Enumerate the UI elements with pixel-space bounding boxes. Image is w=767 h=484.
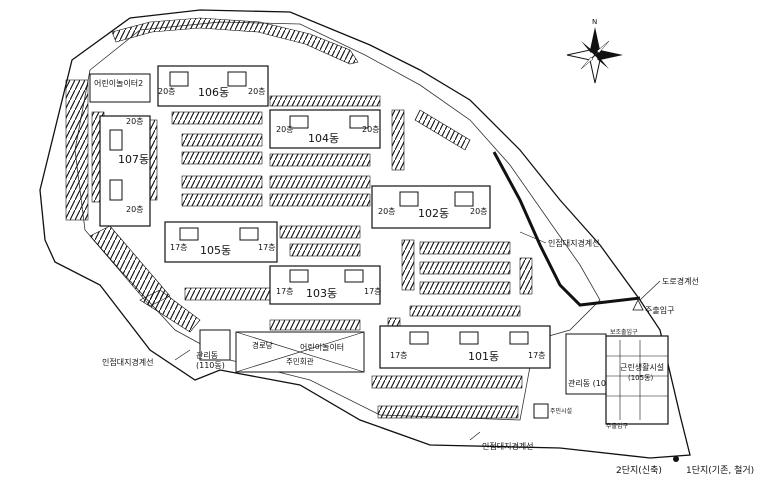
building-104: 104동 20층 20층 <box>269 109 381 149</box>
building-101: 101동 17층 17층 <box>379 325 551 369</box>
building-101-name: 101동 <box>468 350 499 363</box>
building-101-left-floors: 17층 <box>390 351 408 360</box>
playground2: 어린이놀이터2 <box>89 73 151 103</box>
building-107-top-floors: 20층 <box>126 117 144 126</box>
site-boundary <box>39 9 691 459</box>
management-office: 관리동 (110동) <box>196 329 231 370</box>
building-103: 103동 17층 17층 <box>269 265 382 305</box>
road-boundary-label: 도로경계선 <box>662 276 699 286</box>
building-104-name: 104동 <box>308 132 339 145</box>
building-107: 107동 20층 20층 <box>99 115 151 227</box>
building-102-name: 102동 <box>418 207 449 220</box>
entrance-triangle-icon <box>632 299 644 311</box>
north-arrow-icon: N <box>566 18 623 84</box>
building-104-right-floors: 20층 <box>362 125 380 134</box>
building-107-bottom-floors: 20층 <box>126 205 144 214</box>
gate-upper-label: 보조출입구 <box>610 328 638 336</box>
road-boundary-line <box>492 151 641 307</box>
building-105-right-floors: 17층 <box>258 243 276 252</box>
b109-label: 관리동 (109동) <box>568 378 622 388</box>
management-office-label: 관리동 <box>196 350 218 360</box>
boundary-left-label: 인접대지경계선 <box>102 357 154 367</box>
building-106: 106동 20층 20층 <box>157 65 269 107</box>
building-105: 105동 17층 17층 <box>164 221 278 263</box>
building-102-right-floors: 20층 <box>470 207 488 216</box>
building-106-right-floors: 20층 <box>248 87 266 96</box>
building-102: 102동 20층 20층 <box>371 185 491 229</box>
welfare-sub-label: (105동) <box>628 374 654 382</box>
playground-area: 어린이놀이터 경로당 주민회관 <box>235 331 365 373</box>
building-103-left-floors: 17층 <box>276 287 294 296</box>
building-106-left-floors: 20층 <box>158 87 176 96</box>
b110-label: (110동) <box>196 361 225 370</box>
boundary-bottom-label: 인접대지경계선 <box>482 441 534 451</box>
phase2-label: 2단지(신축) <box>616 465 662 476</box>
phase1-label: 1단지(기존, 철거) <box>686 465 754 476</box>
callouts: 인접대지경계선 도로경계선 주출입구 인접대지경계선 인접대지경계선 2단지(신… <box>102 231 754 476</box>
building-101-right-floors: 17층 <box>528 351 546 360</box>
building-103-name: 103동 <box>306 287 337 300</box>
boundary-right-label: 인접대지경계선 <box>548 238 600 248</box>
community-hall-label: 주민회관 <box>286 356 314 366</box>
playground2-label: 어린이놀이터2 <box>94 78 143 88</box>
building-109: 관리동 (109동) <box>565 333 622 395</box>
building-106-name: 106동 <box>198 86 229 99</box>
parking-rows <box>65 17 533 419</box>
building-104-left-floors: 20층 <box>276 125 294 134</box>
building-103-right-floors: 17층 <box>364 287 382 296</box>
building-107-name: 107동 <box>118 153 149 166</box>
building-105-left-floors: 17층 <box>170 243 188 252</box>
building-102-left-floors: 20층 <box>378 207 396 216</box>
phase-divider-marker <box>673 456 679 462</box>
small-facility: 주민시설 <box>533 403 572 419</box>
welfare-facility: 근린생활시설 (105동) 보조출입구 주출입구 <box>605 328 669 430</box>
side-small-label: 주민시설 <box>550 407 572 415</box>
main-entrance-label: 주출입구 <box>645 305 674 315</box>
senior-center-label: 경로당 <box>252 340 273 350</box>
playground-label: 어린이놀이터 <box>300 342 344 352</box>
north-letter: N <box>592 18 597 26</box>
gate-small-label: 주출입구 <box>606 422 629 430</box>
building-105-name: 105동 <box>200 244 231 257</box>
welfare-label: 근린생활시설 <box>620 362 664 372</box>
